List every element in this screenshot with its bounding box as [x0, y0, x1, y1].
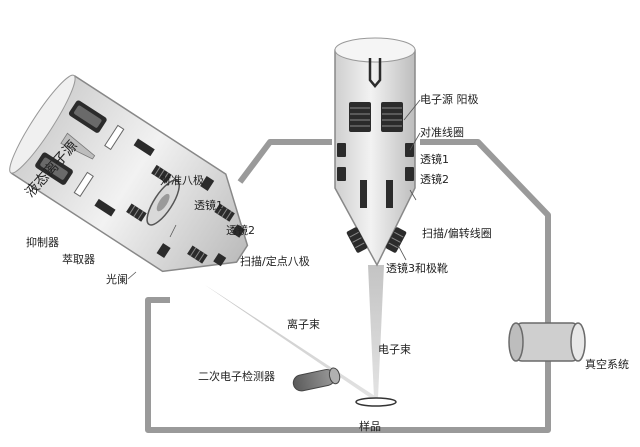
- vacuum-pump: [508, 322, 586, 362]
- aperture-label: 光阑: [106, 273, 128, 286]
- alignment-octupole-label: 对准八极: [160, 174, 204, 187]
- electron-lens2-label: 透镜2: [420, 173, 449, 186]
- e-lens2-right: [405, 167, 414, 181]
- scan-deflect-coil-label: 扫描/偏转线圈: [422, 227, 492, 240]
- scan-fix-octupole-label: 扫描/定点八极: [240, 255, 310, 268]
- ion-lens1-label: 透镜1: [194, 199, 223, 212]
- secondary-electron-detector-label: 二次电子检测器: [198, 370, 275, 383]
- secondary-electron-detector: [292, 367, 341, 392]
- anode-coil-right: [381, 102, 403, 132]
- electron-column: [334, 37, 416, 267]
- electron-lens1-label: 透镜1: [420, 153, 449, 166]
- ion-column: [9, 74, 249, 273]
- ion-beam-label: 离子束: [287, 318, 320, 331]
- extractor-label: 萃取器: [62, 253, 95, 266]
- electron-source-anode-label: 电子源 阳极: [420, 93, 479, 106]
- ion-source-block-bottom: [35, 152, 73, 185]
- ion-source-block-top: [68, 100, 107, 133]
- suppressor-label: 抑制器: [26, 236, 59, 249]
- anode-coil-left: [349, 102, 371, 132]
- vacuum-chamber: [145, 139, 551, 433]
- electron-beam-label: 电子束: [378, 343, 411, 356]
- e-lens2-left: [337, 167, 346, 181]
- sample-label: 样品: [359, 420, 381, 433]
- electron-beam: [368, 265, 384, 398]
- sample: [355, 397, 397, 407]
- e-scan-coil-left: [346, 227, 368, 253]
- ion-lens2-label: 透镜2: [226, 224, 255, 237]
- e-scan-coil-right: [385, 227, 407, 253]
- alignment-coil-label: 对准线圈: [420, 126, 464, 139]
- vacuum-system-label: 真空系统: [585, 358, 629, 371]
- lens3-pole-shoe-label: 透镜3和极靴: [386, 262, 448, 275]
- e-lens1-left: [337, 143, 346, 157]
